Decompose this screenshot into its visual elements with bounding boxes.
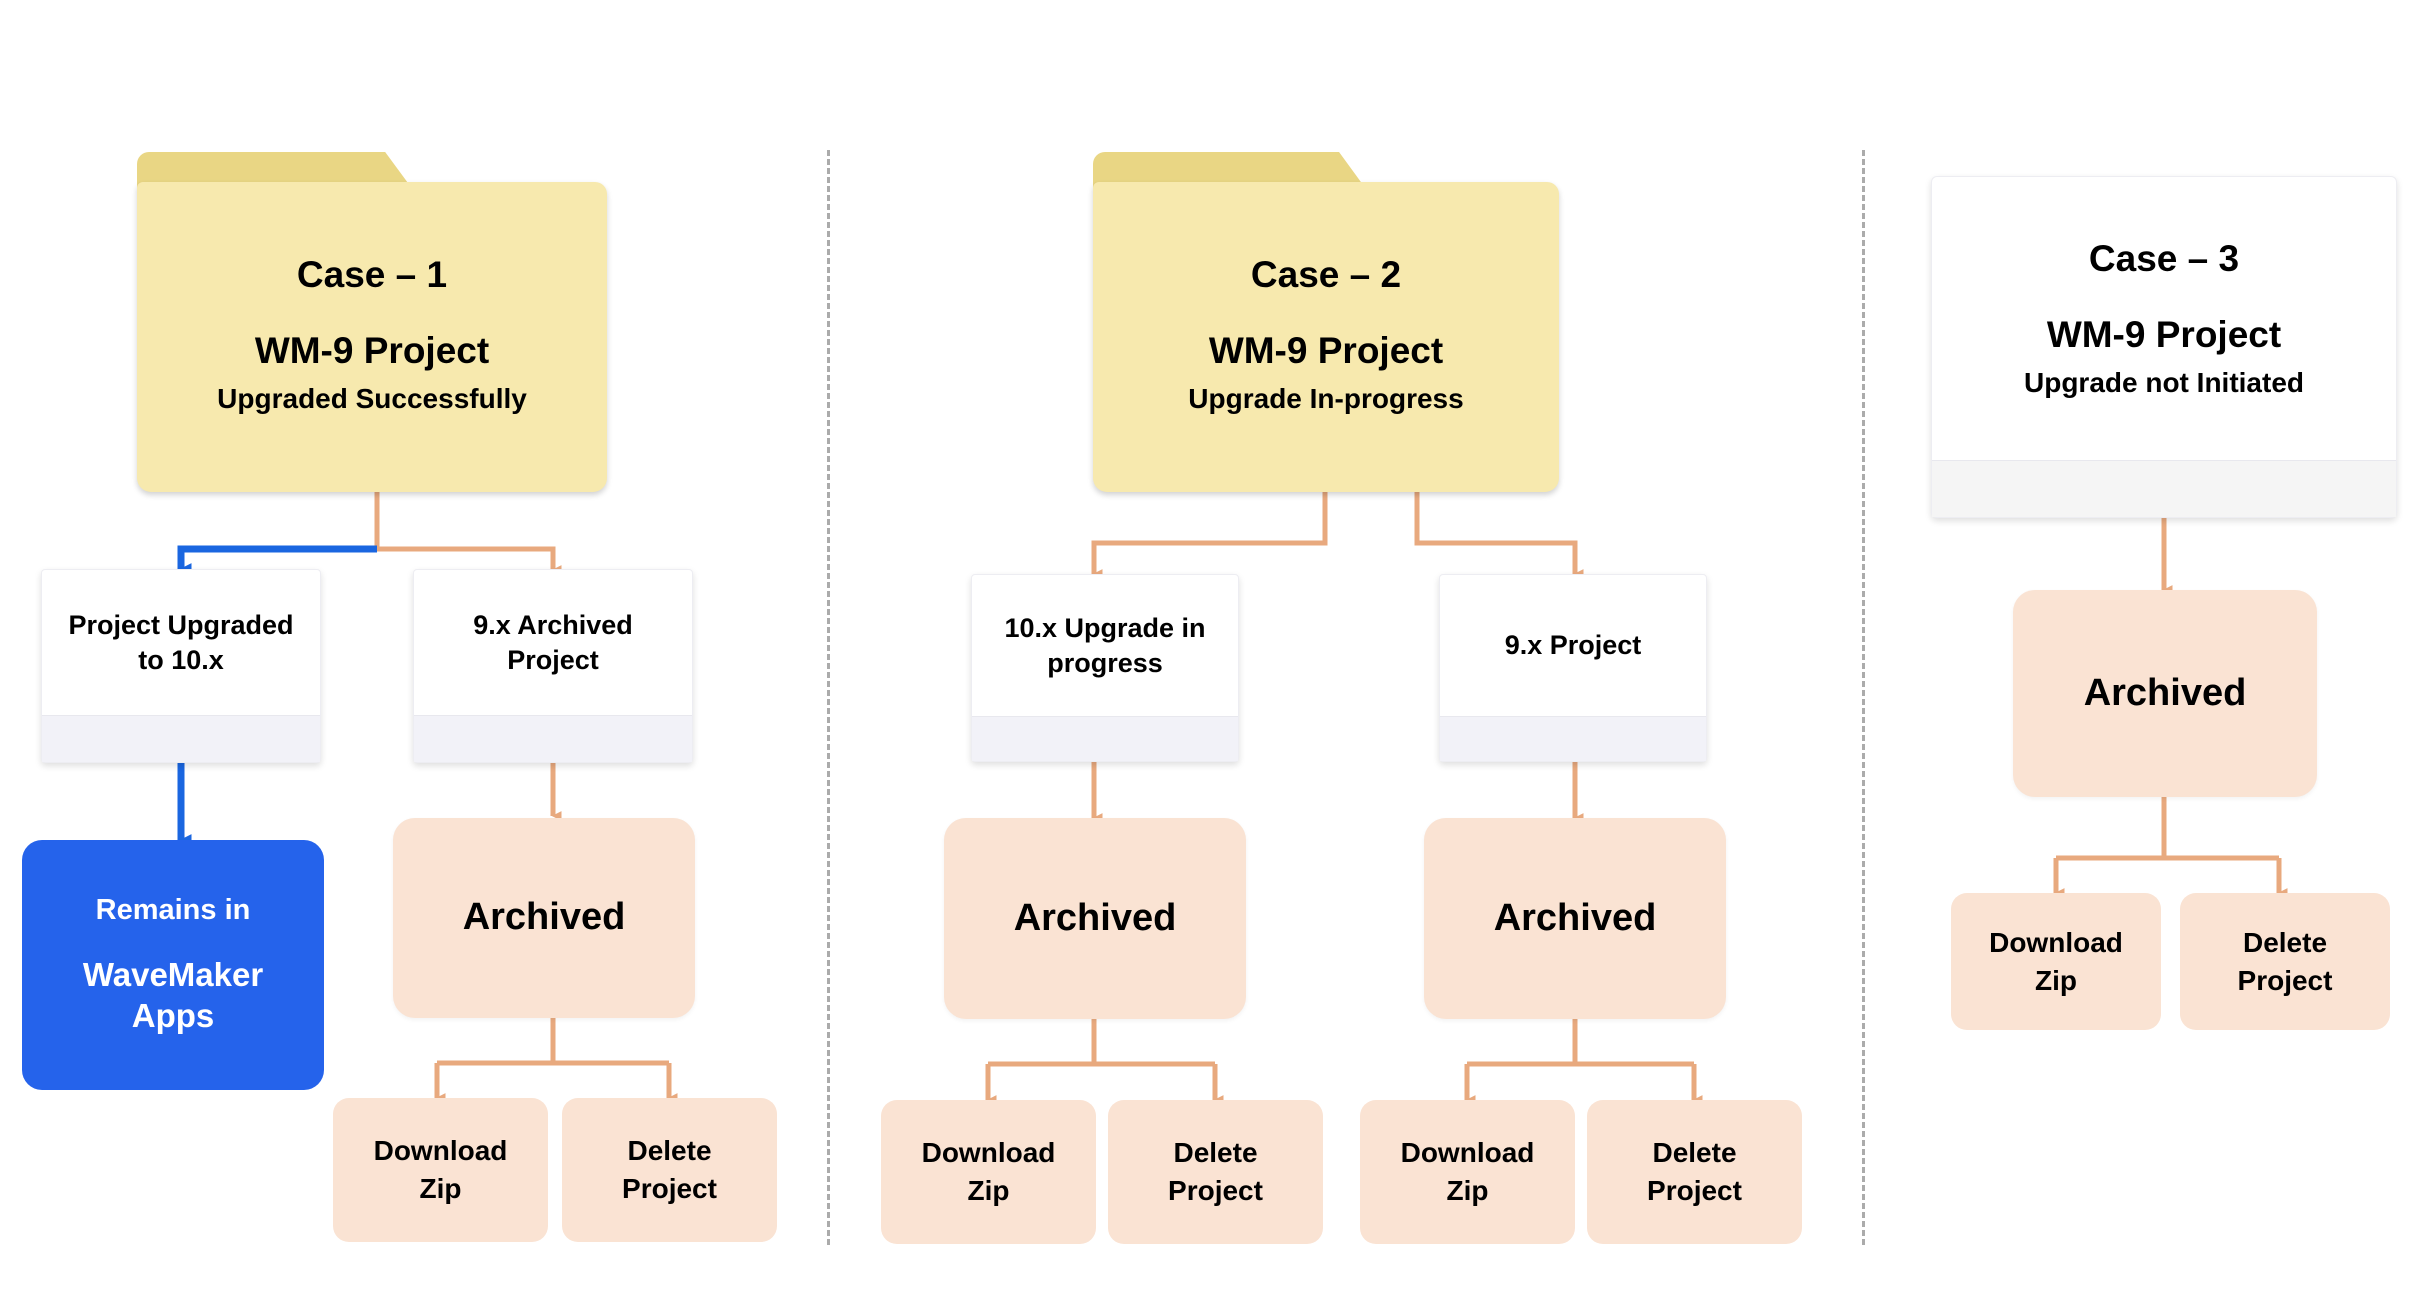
case1-remains-line2: WaveMaker [82,956,264,994]
case3-label: Case – 3 [2088,238,2240,280]
case2-folder-header[interactable]: Case – 2 WM-9 Project Upgrade In-progres… [1093,152,1559,492]
case3-status: Upgrade not Initiated [2024,366,2304,398]
case2-left-delete-line1: Delete [1173,1137,1258,1169]
case2-label: Case – 2 [1250,254,1402,296]
case2-right-download-line2: Zip [1446,1175,1489,1206]
card-footer-strip [42,715,320,762]
folder-body [1093,182,1559,492]
case1-remains-line3: Apps [131,997,215,1035]
c1-branch-left-blue [177,545,377,575]
case2-left-download-line1: Download [921,1137,1056,1169]
case1-delete-line1: Delete [627,1135,712,1167]
case1-download-line2: Zip [419,1173,462,1204]
case2-inprogress-line1: 10.x Upgrade in [1004,612,1206,643]
case2-right-delete-line2: Project [1647,1175,1742,1206]
case1-download-line1: Download [373,1135,508,1167]
case2-ninex-line1: 9.x Project [1504,630,1642,661]
case1-upgraded-line1: Project Upgraded [68,609,294,640]
case2-status: Upgrade In-progress [1188,382,1464,414]
case3-header-card[interactable]: Case – 3 WM-9 Project Upgrade not Initia… [1931,176,2397,518]
case1-delete-line2: Project [622,1173,717,1204]
card-footer-strip [972,716,1238,761]
card-footer-strip [414,715,692,762]
case2-download-zip-button-right[interactable]: Download Zip [1360,1100,1575,1244]
case3-archived-box[interactable]: Archived [2013,590,2317,797]
case3-delete-line1: Delete [2242,926,2328,958]
case2-left-download-line2: Zip [967,1175,1010,1206]
case1-remains-box[interactable]: Remains in WaveMaker Apps [22,840,324,1090]
case2-project: WM-9 Project [1208,329,1444,371]
case1-upgraded-line2: to 10.x [138,645,224,675]
case1-archived-box[interactable]: Archived [393,818,695,1018]
case2-inprogress-card[interactable]: 10.x Upgrade in progress [971,574,1239,762]
case2-delete-project-button-right[interactable]: Delete Project [1587,1100,1802,1244]
case2-archived-box-right[interactable]: Archived [1424,818,1726,1019]
case2-right-delete-line1: Delete [1652,1137,1737,1169]
case2-download-zip-button-left[interactable]: Download Zip [881,1100,1096,1244]
case1-archived-label: Archived [462,896,626,939]
folder-body [137,182,607,492]
card-footer-strip [1932,460,2396,517]
case2-right-download-line1: Download [1400,1137,1535,1169]
card-footer-strip [1440,716,1706,761]
case1-label: Case – 1 [296,254,448,296]
case3-project: WM-9 Project [2046,313,2282,355]
case1-folder-header[interactable]: Case – 1 WM-9 Project Upgraded Successfu… [137,152,607,492]
case1-upgraded-card[interactable]: Project Upgraded to 10.x [41,569,321,763]
c2-branch-right [1414,490,1584,579]
case2-inprogress-line2: progress [1047,648,1163,678]
c2-branch-left [1091,490,1328,579]
case2-archived-left-label: Archived [1013,896,1177,939]
case3-delete-project-button[interactable]: Delete Project [2180,893,2390,1030]
case1-archcard-line1: 9.x Archived [473,609,633,640]
case3-archived-label: Archived [2083,671,2247,714]
case1-project: WM-9 Project [254,329,490,371]
case3-delete-line2: Project [2237,964,2333,996]
case3-download-zip-button[interactable]: Download Zip [1951,893,2161,1030]
c1-branch-right [377,546,562,575]
case2-archived-right-label: Archived [1493,896,1657,939]
case1-status: Upgraded Successfully [217,382,527,414]
case2-ninex-card[interactable]: 9.x Project [1439,574,1707,762]
case3-download-line2: Zip [2035,964,2077,996]
case1-archived-card[interactable]: 9.x Archived Project [413,569,693,763]
case1-remains-line1: Remains in [95,894,251,927]
case3-download-line1: Download [1989,926,2123,958]
column-divider-1 [827,150,830,1245]
case1-delete-project-button[interactable]: Delete Project [562,1098,777,1242]
column-divider-2 [1862,150,1865,1245]
case2-archived-box-left[interactable]: Archived [944,818,1246,1019]
case1-archcard-line2: Project [507,645,599,675]
case1-download-zip-button[interactable]: Download Zip [333,1098,548,1242]
case2-delete-project-button-left[interactable]: Delete Project [1108,1100,1323,1244]
case2-left-delete-line2: Project [1168,1175,1263,1206]
